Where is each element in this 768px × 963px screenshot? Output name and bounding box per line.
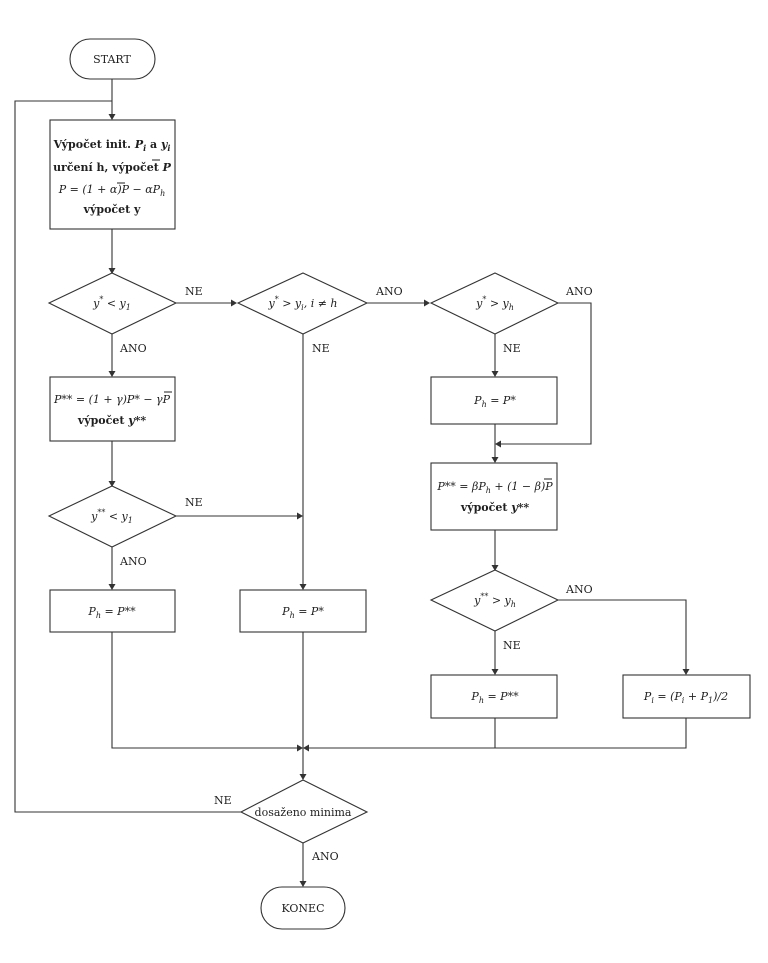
edge-loop-back xyxy=(14,100,242,813)
process-ph-eq-pstar-right: Ph = P* xyxy=(430,376,558,425)
arrowhead xyxy=(297,512,303,520)
arrowhead xyxy=(491,565,499,571)
init-process-box: Výpočet init. Pi a yi určení h, výpočet … xyxy=(49,119,176,230)
minimum-label: dosaženo minima xyxy=(255,806,352,819)
label-ne-d4: NE xyxy=(185,496,203,509)
decision-y-star-gt-yi: y* > yi, i ≠ h xyxy=(236,272,369,335)
arrowhead xyxy=(108,114,116,120)
arrowhead xyxy=(108,371,116,377)
process-p-double-star-beta: P** = βPh + (1 − β)P výpočet y** xyxy=(430,462,558,531)
process-ph-eq-pdstar-left: Ph = P** xyxy=(49,589,176,633)
arrowhead xyxy=(299,881,307,887)
arrowhead xyxy=(491,669,499,675)
arrowhead xyxy=(108,481,116,487)
process-ph-eq-pstar-mid: Ph = P* xyxy=(239,589,367,633)
edge-phleft-merge xyxy=(111,632,301,749)
arrowhead xyxy=(231,299,237,307)
edge-labels: NE ANO ANO NE ANO NE NE ANO ANO NE NE AN… xyxy=(119,285,593,863)
start-label: START xyxy=(93,53,131,66)
arrowhead xyxy=(299,584,307,590)
end-node: KONEC xyxy=(260,886,346,930)
start-node: START xyxy=(69,38,156,80)
label-ne-d1: NE xyxy=(185,285,203,298)
decision-y-dstar-lt-y1: y** < y1 xyxy=(47,485,178,548)
arrowhead xyxy=(299,774,307,780)
d4-condition: y** < y1 xyxy=(90,508,133,525)
decision-y-star-lt-y1: y* < y1 xyxy=(47,272,178,335)
arrowhead xyxy=(491,457,499,463)
konec-label: KONEC xyxy=(281,902,324,915)
decision-y-star-gt-yh: y* > yh xyxy=(429,272,560,335)
ph-pss-right-text: Ph = P** xyxy=(470,690,519,705)
pss-line2: výpočet y** xyxy=(77,414,147,427)
arrowhead xyxy=(297,744,303,752)
label-ano-d5: ANO xyxy=(565,583,593,596)
decision-minimum-reached: dosaženo minima xyxy=(239,779,369,844)
arrowhead xyxy=(424,299,430,307)
label-ne-d3: NE xyxy=(503,342,521,355)
edge-piavg-merge xyxy=(495,718,687,749)
ph-pstar-right-text: Ph = P* xyxy=(473,394,516,409)
arrowhead xyxy=(108,268,116,274)
d1-condition: y* < y1 xyxy=(92,295,131,312)
label-ano-d2: ANO xyxy=(375,285,403,298)
pss-line1: P** = (1 + γ)P* − γP xyxy=(53,393,171,406)
beta-line2: výpočet y** xyxy=(460,501,530,514)
arrowhead xyxy=(108,584,116,590)
arrowhead xyxy=(303,744,309,752)
label-ano-minima: ANO xyxy=(311,850,339,863)
beta-line1: P** = βPh + (1 − β)P xyxy=(436,480,553,495)
label-ano-d1: ANO xyxy=(119,342,147,355)
process-ph-eq-pdstar-right: Ph = P** xyxy=(430,674,558,719)
init-line3: P = (1 + α)P − αPh xyxy=(58,183,165,198)
decision-y-dstar-gt-yh: y** > yh xyxy=(429,569,560,632)
pi-avg-text: Pi = (Pi + P1)/2 xyxy=(643,690,728,705)
arrowheads xyxy=(108,114,690,887)
process-pi-average: Pi = (Pi + P1)/2 xyxy=(622,674,751,719)
label-ne-d2: NE xyxy=(312,342,330,355)
arrowhead xyxy=(495,440,501,448)
edge-pssright-merge xyxy=(305,718,496,749)
ph-pss-left-text: Ph = P** xyxy=(87,605,136,620)
ph-pstar-mid-text: Ph = P* xyxy=(281,605,324,620)
label-ano-d4: ANO xyxy=(119,555,147,568)
edge-d3-ano xyxy=(497,302,592,445)
d5-condition: y** > yh xyxy=(473,592,516,609)
init-line1: Výpočet init. Pi a yi xyxy=(53,138,171,153)
edge-d5-piavg xyxy=(558,599,687,674)
label-ne-minima: NE xyxy=(214,794,232,807)
label-ano-d3: ANO xyxy=(565,285,593,298)
process-p-double-star-gamma: P** = (1 + γ)P* − γP výpočet y** xyxy=(49,376,176,442)
arrowhead xyxy=(682,669,690,675)
label-ne-d5: NE xyxy=(503,639,521,652)
d3-condition: y* > yh xyxy=(475,295,514,312)
init-line2: určení h, výpočet P xyxy=(53,161,172,174)
arrowhead xyxy=(491,371,499,377)
connectors xyxy=(14,79,687,886)
init-line4: výpočet y xyxy=(83,203,141,216)
d2-condition: y* > yi, i ≠ h xyxy=(267,295,337,312)
